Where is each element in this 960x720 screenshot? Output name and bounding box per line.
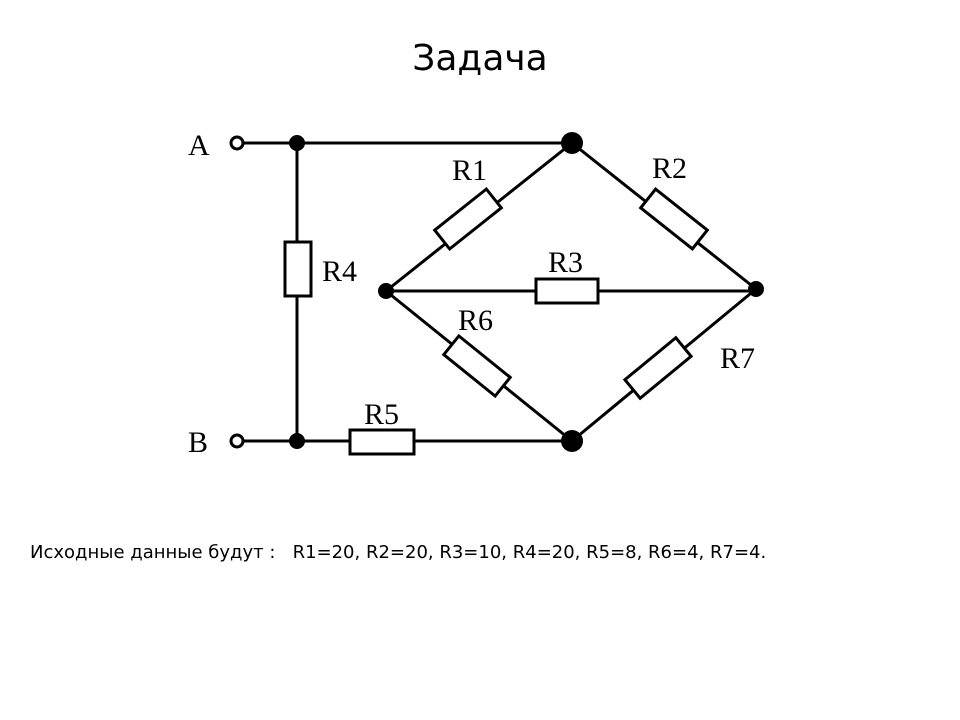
resistor-r3-label: R3 <box>548 246 583 279</box>
node-right <box>748 281 764 297</box>
terminal-b <box>229 433 245 449</box>
node-left <box>378 283 394 299</box>
resistor-r1-label: R1 <box>452 154 487 187</box>
node-bottom <box>561 430 583 452</box>
resistor-r5 <box>348 428 416 456</box>
resistor-values: R1=20, R2=20, R3=10, R4=20, R5=8, R6=4, … <box>292 542 767 563</box>
resistor-r1 <box>432 186 504 252</box>
problem-statement: Исходные данные будут : R1=20, R2=20, R3… <box>30 542 930 563</box>
terminal-a <box>229 135 245 151</box>
resistor-r4 <box>283 240 313 298</box>
node-b-junction <box>289 433 305 449</box>
terminal-b-label: B <box>188 426 208 459</box>
terminal-a-label: A <box>188 129 210 162</box>
given-prefix: Исходные данные будут : <box>30 542 276 563</box>
resistor-r6 <box>441 333 513 399</box>
circuit-diagram: A B R1 R2 R3 R4 R5 R6 R7 <box>188 129 764 459</box>
resistor-r2 <box>638 186 710 252</box>
resistor-r3 <box>534 277 600 305</box>
node-top <box>561 132 583 154</box>
resistor-r2-label: R2 <box>652 152 687 185</box>
resistor-r7 <box>622 335 694 401</box>
resistor-r7-label: R7 <box>720 342 755 375</box>
node-a-junction <box>289 135 305 151</box>
resistor-r5-label: R5 <box>364 398 399 431</box>
resistor-r6-label: R6 <box>458 304 493 337</box>
resistor-r4-label: R4 <box>322 255 357 288</box>
slide-title: Задача <box>412 38 548 79</box>
